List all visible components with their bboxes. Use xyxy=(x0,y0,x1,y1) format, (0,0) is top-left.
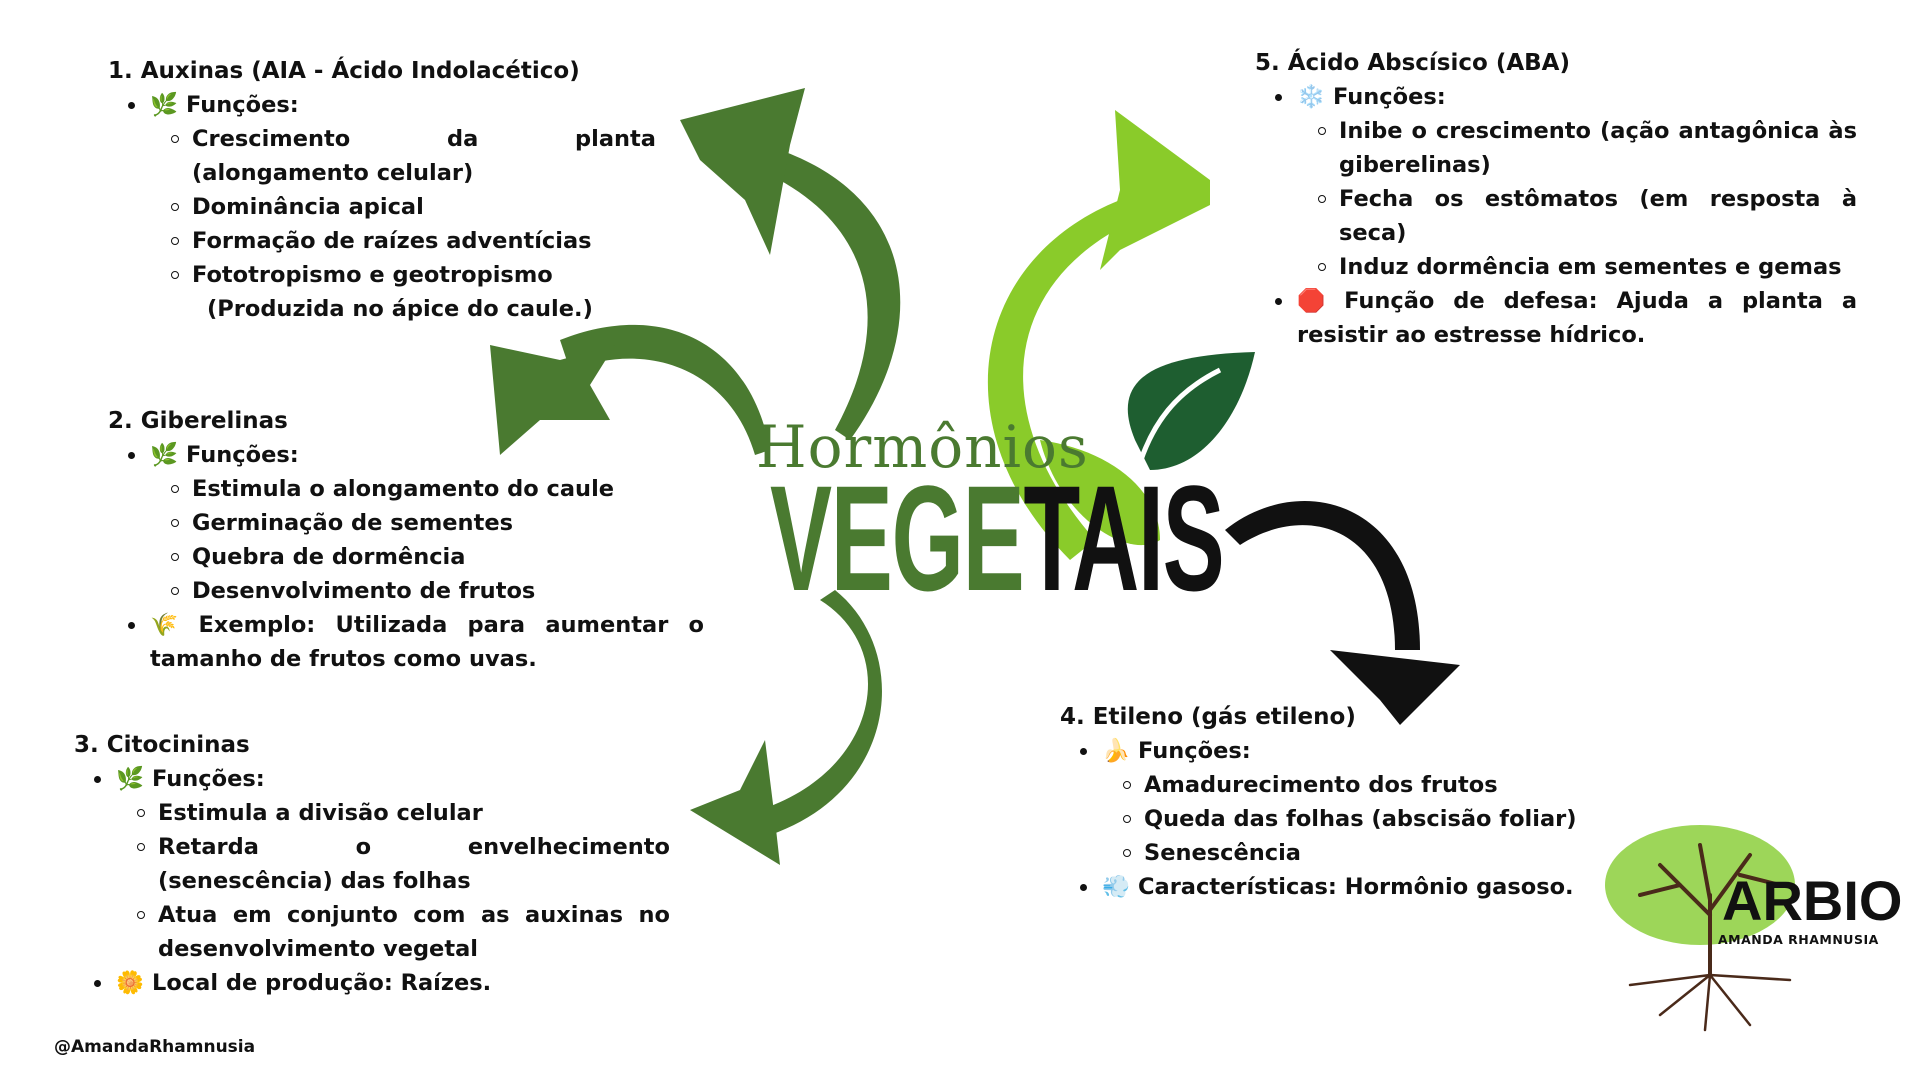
list-item: Fototropismo e geotropismo xyxy=(108,258,656,292)
arrow-citocininas xyxy=(690,590,882,865)
arrow-giberelinas xyxy=(490,324,770,455)
citocininas-section: 3. Citocininas 🌿 Funções: Estimula a divi… xyxy=(74,728,670,1000)
functions-label: Funções: xyxy=(1333,84,1446,110)
example-text: Exemplo: Utilizada para aumentar o taman… xyxy=(150,612,704,672)
giberelinas-heading: 2. Giberelinas xyxy=(108,408,288,434)
etileno-functions: 🍌 Funções: xyxy=(1060,734,1620,768)
list-item: Retarda o envelhecimento (senescência) d… xyxy=(74,830,670,898)
citocininas-local: 🌼 Local de produção: Raízes. xyxy=(74,966,670,1000)
etileno-heading: 4. Etileno (gás etileno) xyxy=(1060,704,1356,730)
herb-icon: 🌿 xyxy=(116,766,145,792)
local-text: Local de produção: Raízes. xyxy=(152,970,492,996)
functions-label: Funções: xyxy=(152,766,265,792)
aba-functions: ❄️ Funções: xyxy=(1255,80,1857,114)
leaf-icon xyxy=(1040,352,1255,546)
auxinas-functions: 🌿 Funções: xyxy=(108,88,656,122)
list-item: Induz dormência em sementes e gemas xyxy=(1255,250,1857,284)
snowflake-icon: ❄️ xyxy=(1297,84,1326,110)
list-item: Estimula a divisão celular xyxy=(74,796,670,830)
characteristics-text: Características: Hormônio gasoso. xyxy=(1138,874,1574,900)
title-vegetais-black: TAIS xyxy=(1023,454,1224,622)
list-item: Crescimento da planta (alongamento celul… xyxy=(108,122,656,190)
etileno-section: 4. Etileno (gás etileno) 🍌 Funções: Amadu… xyxy=(1060,700,1620,904)
list-item: Fecha os estômatos (em resposta à seca) xyxy=(1255,182,1857,250)
list-item: Senescência xyxy=(1060,836,1620,870)
title-vegetais-green: VEGE xyxy=(770,454,1025,622)
citocininas-heading: 3. Citocininas xyxy=(74,732,250,758)
herb-icon: 🌿 xyxy=(150,442,179,468)
list-item: Inibe o crescimento (ação antagônica às … xyxy=(1255,114,1857,182)
list-item: Estimula o alongamento do caule xyxy=(108,472,704,506)
aba-heading: 5. Ácido Abscísico (ABA) xyxy=(1255,50,1570,76)
functions-label: Funções: xyxy=(186,92,299,118)
citocininas-functions: 🌿 Funções: xyxy=(74,762,670,796)
aba-section: 5. Ácido Abscísico (ABA) ❄️ Funções: Inib… xyxy=(1255,46,1857,352)
giberelinas-functions: 🌿 Funções: xyxy=(108,438,704,472)
arrow-auxinas xyxy=(680,88,901,440)
list-item: Amadurecimento dos frutos xyxy=(1060,768,1620,802)
list-item: Desenvolvimento de frutos xyxy=(108,574,704,608)
list-item: Formação de raízes adventícias xyxy=(108,224,656,258)
wind-icon: 💨 xyxy=(1102,874,1131,900)
list-item: Atua em conjunto com as auxinas no desen… xyxy=(74,898,670,966)
aba-defense: 🛑Função de defesa: Ajuda a planta a resi… xyxy=(1255,284,1857,352)
list-item: Quebra de dormência xyxy=(108,540,704,574)
functions-label: Funções: xyxy=(1138,738,1251,764)
banana-icon: 🍌 xyxy=(1102,738,1131,764)
title-hormonios: Hormônios xyxy=(756,413,1089,481)
etileno-characteristics: 💨 Características: Hormônio gasoso. xyxy=(1060,870,1620,904)
wheat-icon: 🌾 xyxy=(150,612,191,638)
logo-subtitle: AMANDA RHAMNUSIA xyxy=(1718,932,1879,947)
auxinas-heading: 1. Auxinas (AIA - Ácido Indolacético) xyxy=(108,58,580,84)
giberelinas-section: 2. Giberelinas 🌿 Funções: Estimula o alon… xyxy=(108,404,704,676)
arrow-etileno xyxy=(1225,501,1460,725)
tree-logo-icon xyxy=(1605,825,1795,1032)
defense-text: Função de defesa: Ajuda a planta a resis… xyxy=(1297,288,1858,348)
list-item: Dominância apical xyxy=(108,190,656,224)
footer-handle: @AmandaRhamnusia xyxy=(54,1037,256,1057)
stop-sign-icon: 🛑 xyxy=(1297,288,1337,314)
auxinas-section: 1. Auxinas (AIA - Ácido Indolacético) 🌿 F… xyxy=(108,54,656,326)
herb-icon: 🌿 xyxy=(150,92,179,118)
auxinas-note: (Produzida no ápice do caule.) xyxy=(207,296,593,322)
logo-name: ARBIO xyxy=(1722,869,1903,932)
giberelinas-example: 🌾Exemplo: Utilizada para aumentar o tama… xyxy=(108,608,704,676)
arrow-aba xyxy=(987,110,1210,560)
functions-label: Funções: xyxy=(186,442,299,468)
list-item: Queda das folhas (abscisão foliar) xyxy=(1060,802,1620,836)
title-vegetais: VEGETAIS xyxy=(770,463,1225,613)
flower-icon: 🌼 xyxy=(116,970,145,996)
list-item: Germinação de sementes xyxy=(108,506,704,540)
